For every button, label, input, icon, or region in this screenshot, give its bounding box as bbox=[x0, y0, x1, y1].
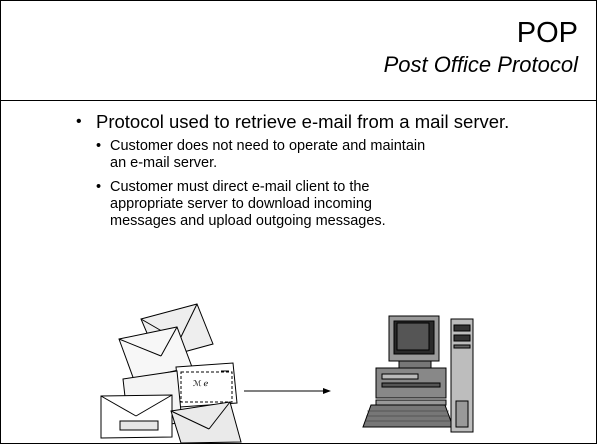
bullet-main-text: Protocol used to retrieve e-mail from a … bbox=[96, 111, 510, 132]
bullet-dot: • bbox=[76, 113, 82, 130]
sub-bullet-text: Customer must direct e-mail client to th… bbox=[110, 179, 386, 229]
svg-text:ℳ ℯ: ℳ ℯ bbox=[193, 379, 209, 388]
sub-bullet-item: • Customer does not need to operate and … bbox=[96, 138, 440, 172]
bullet-list: • Protocol used to retrieve e-mail from … bbox=[76, 111, 576, 237]
bullet-main: • Protocol used to retrieve e-mail from … bbox=[76, 111, 576, 132]
bullet-dot: • bbox=[96, 179, 102, 195]
bullet-dot: • bbox=[96, 138, 102, 154]
sub-bullet-list: • Customer does not need to operate and … bbox=[96, 138, 576, 230]
arrow-right-icon bbox=[244, 388, 331, 394]
title-divider bbox=[1, 100, 596, 101]
computer-workstation-icon bbox=[362, 315, 474, 433]
sub-bullet-item: • Customer must direct e-mail client to … bbox=[96, 179, 440, 230]
envelopes-icon: ℳ ℯ bbox=[100, 303, 242, 443]
illustration: ℳ ℯ bbox=[100, 303, 474, 443]
sub-bullet-text: Customer does not need to operate and ma… bbox=[110, 138, 426, 171]
slide-title: POP bbox=[516, 17, 578, 49]
slide-subtitle: Post Office Protocol bbox=[383, 52, 578, 77]
